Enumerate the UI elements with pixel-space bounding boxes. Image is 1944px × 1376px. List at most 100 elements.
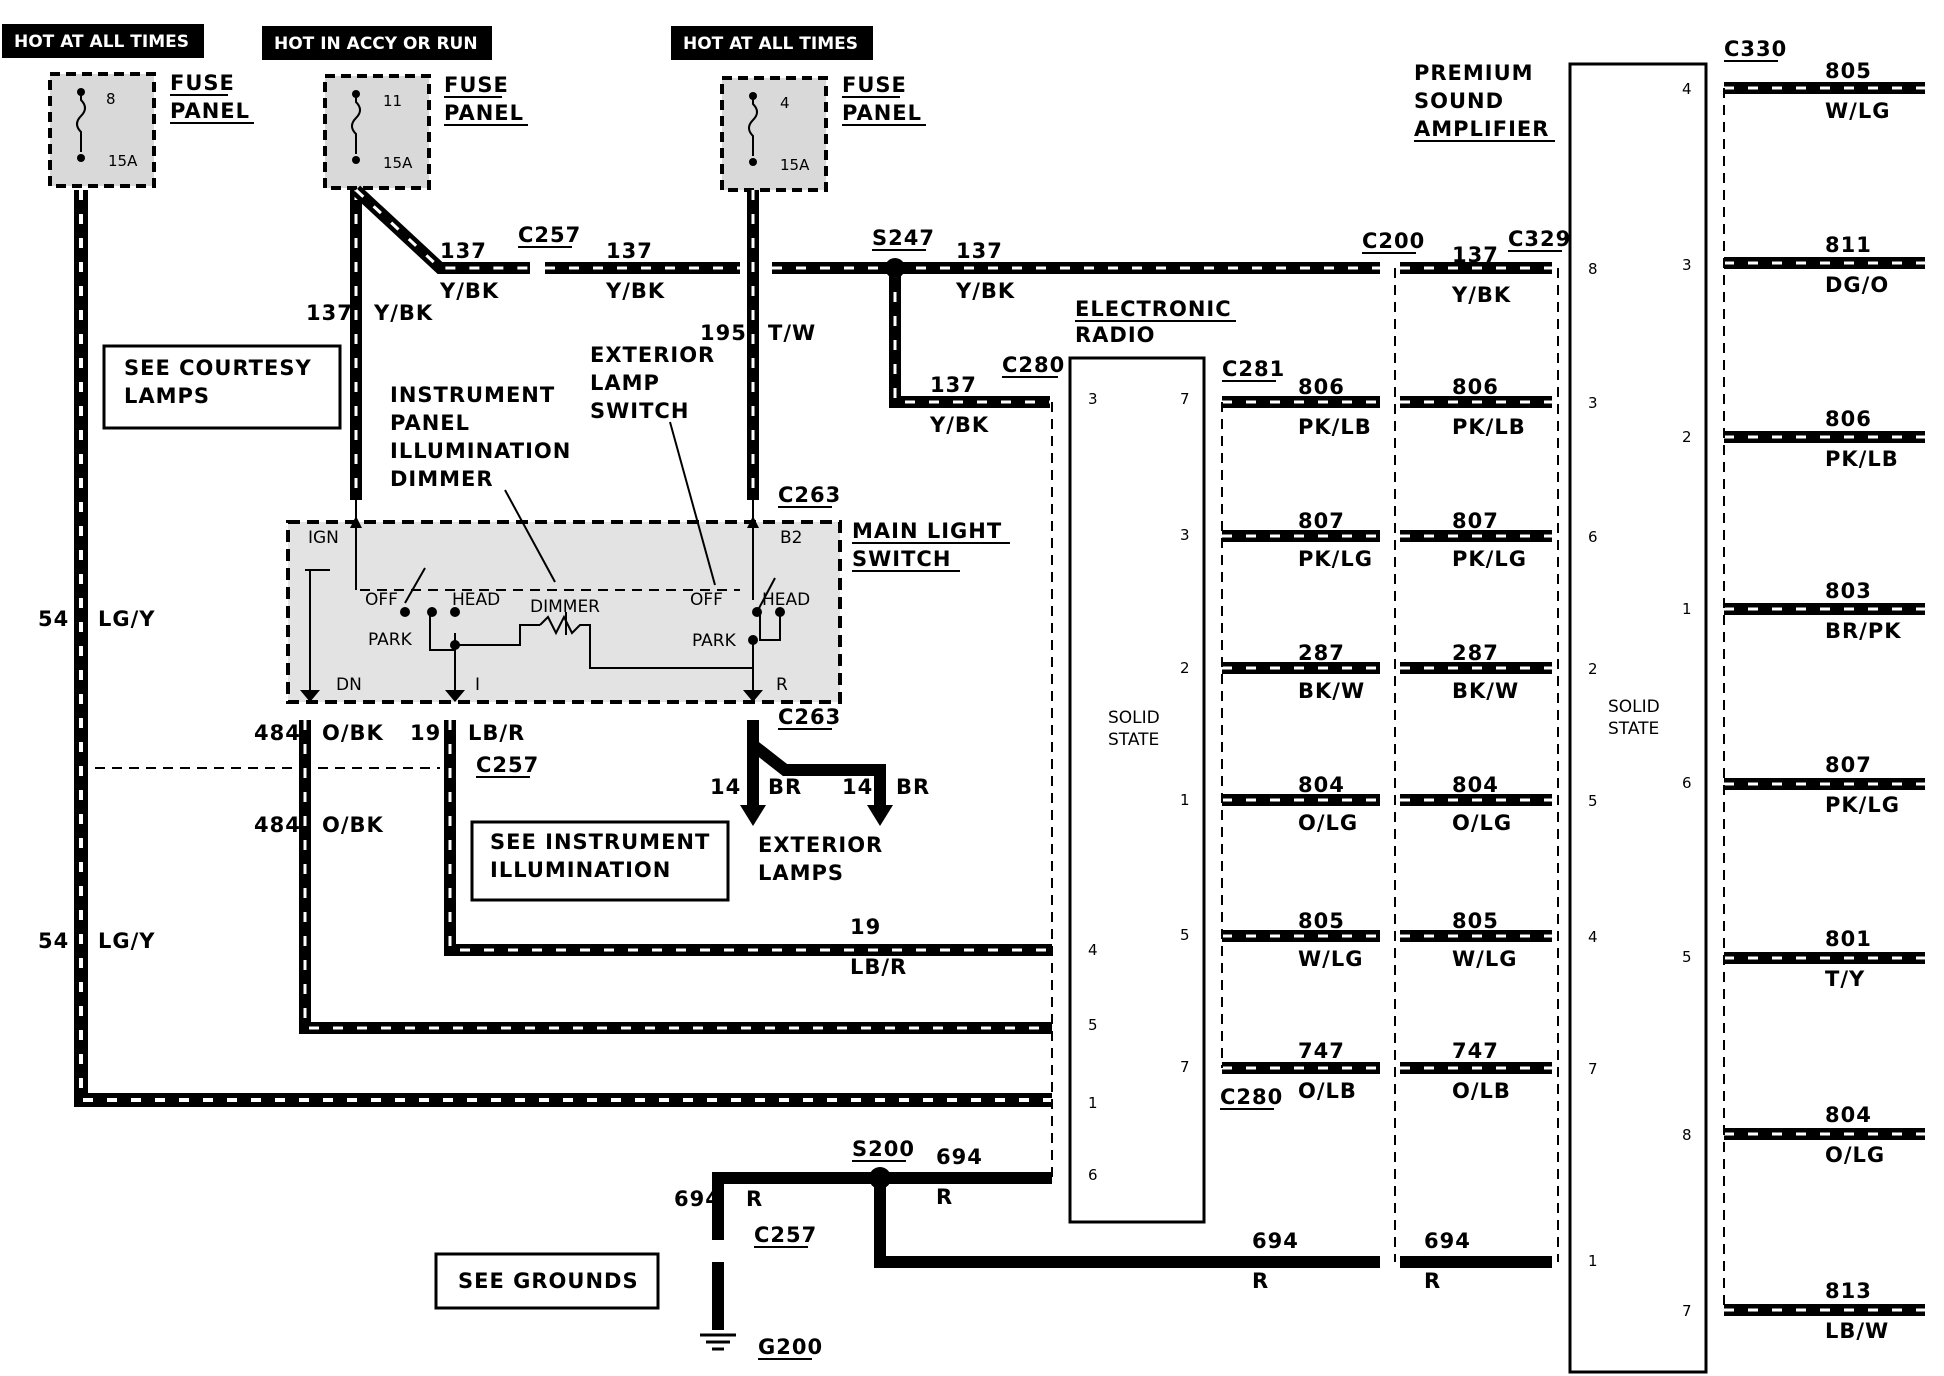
main-switch-label-2: SWITCH (852, 547, 951, 571)
ra-287-num-l: 287 (1298, 641, 1345, 665)
lbl-obk-a: O/BK (322, 721, 384, 745)
lbl-54-a: 54 (38, 607, 69, 631)
fuse-11-label-1: FUSE (444, 73, 509, 97)
sw-park1: PARK (368, 630, 413, 650)
ra-805-col-l: W/LG (1298, 947, 1363, 971)
ext-switch-label-1: EXTERIOR (590, 343, 715, 367)
amp-rpin-7: 7 (1682, 1302, 1692, 1320)
lbl-lbr-b: LB/R (850, 955, 907, 979)
amp-lpin-8: 8 (1588, 260, 1598, 278)
note-instrument-1: SEE INSTRUMENT (490, 830, 710, 854)
ra-804-num-r: 804 (1452, 773, 1499, 797)
ra-804-col-r: O/LG (1452, 811, 1512, 835)
wire-19-lbr (444, 720, 1052, 956)
fuse-8-rating: 15A (108, 152, 138, 170)
lbl-694-c: 694 (1252, 1229, 1299, 1253)
lbl-r-b: R (746, 1187, 763, 1211)
amp-state: STATE (1608, 719, 1659, 739)
amp-left-pins: 8 3 6 2 5 4 7 1 (1588, 260, 1598, 1270)
ext-switch-label-3: SWITCH (590, 399, 689, 423)
out-805-col: W/LG (1825, 99, 1890, 123)
radio-label-1: ELECTRONIC (1075, 297, 1232, 321)
radio-rpin-7a: 7 (1180, 390, 1190, 408)
ext-lamps-label-2: LAMPS (758, 861, 844, 885)
c330-label: C330 (1724, 37, 1787, 61)
c257-mid: C257 (476, 753, 539, 777)
amplifier-label-1: PREMIUM (1414, 61, 1534, 85)
amp-output-labels: 805 W/LG 811 DG/O 806 PK/LB 803 BR/PK 80… (1825, 59, 1902, 1343)
lbl-694-a: 694 (936, 1145, 983, 1169)
c200-label: C200 (1362, 229, 1425, 253)
out-807-num: 807 (1825, 753, 1872, 777)
amp-lpin-5: 5 (1588, 792, 1598, 810)
amp-solid: SOLID (1608, 697, 1660, 717)
sw-ign: IGN (308, 528, 339, 548)
sw-i: I (475, 675, 480, 695)
radio-rpin-3: 3 (1180, 526, 1190, 544)
c263-bottom: C263 (778, 705, 841, 729)
sw-off1: OFF (365, 590, 398, 610)
ra-806-col-l: PK/LB (1298, 415, 1372, 439)
out-804-num: 804 (1825, 1103, 1872, 1127)
out-807-col: PK/LG (1825, 793, 1900, 817)
header-right: HOT AT ALL TIMES (683, 34, 858, 54)
out-803-col: BR/PK (1825, 619, 1902, 643)
sw-r: R (776, 675, 788, 695)
radio-pin-1: 1 (1088, 1094, 1098, 1112)
fuse-4-label-1: FUSE (842, 73, 907, 97)
radio-rpin-1: 1 (1180, 791, 1190, 809)
amp-rpin-5: 5 (1682, 948, 1692, 966)
lbl-484-b: 484 (254, 813, 301, 837)
out-811-col: DG/O (1825, 273, 1889, 297)
radio-pin-5: 5 (1088, 1016, 1098, 1034)
lbl-lgy-b: LG/Y (98, 929, 156, 953)
ra-807-col-l: PK/LG (1298, 547, 1373, 571)
wire-137-ybk-fuse (350, 185, 740, 500)
radio-pin-3: 3 (1088, 390, 1098, 408)
sw-dimmer: DIMMER (530, 597, 600, 617)
lbl-137-b: 137 (606, 239, 653, 263)
ra-805-num-l: 805 (1298, 909, 1345, 933)
lbl-ybk-a: Y/BK (439, 279, 499, 303)
lbl-ybk-b: Y/BK (605, 279, 665, 303)
wire-484-obk (299, 720, 1052, 1034)
lbl-obk-b: O/BK (322, 813, 384, 837)
c257-top: C257 (518, 223, 581, 247)
note-grounds: SEE GROUNDS (458, 1269, 639, 1293)
wire-137-ybk-s247 (772, 262, 1552, 408)
ra-804-col-l: O/LG (1298, 811, 1358, 835)
header-mid: HOT IN ACCY OR RUN (274, 34, 478, 54)
s200-label: S200 (852, 1137, 915, 1161)
main-switch-label-1: MAIN LIGHT (852, 519, 1002, 543)
amp-rpin-8: 8 (1682, 1126, 1692, 1144)
lbl-484-a: 484 (254, 721, 301, 745)
out-805-num: 805 (1825, 59, 1872, 83)
splice-s200 (869, 1167, 891, 1189)
lbl-r-c: R (1252, 1269, 1269, 1293)
switch-nodes (300, 516, 785, 702)
amp-lpin-1: 1 (1588, 1252, 1598, 1270)
lbl-14-a: 14 (710, 775, 741, 799)
lbl-r-a: R (936, 1185, 953, 1209)
c263-top: C263 (778, 483, 841, 507)
lbl-lgy-a: LG/Y (98, 607, 156, 631)
out-806-num: 806 (1825, 407, 1872, 431)
amp-right-pins: 4 3 2 1 6 5 8 7 (1682, 80, 1692, 1320)
note-courtesy-2: LAMPS (124, 384, 210, 408)
lbl-br-b: BR (896, 775, 930, 799)
lbl-195: 195 (700, 321, 747, 345)
lbl-694-b: 694 (674, 1187, 721, 1211)
fuse-11-rating: 15A (383, 154, 413, 172)
c329-label: C329 (1508, 227, 1571, 251)
lbl-137-c: 137 (306, 301, 353, 325)
amp-rpin-2: 2 (1682, 428, 1692, 446)
fuse-11-label-2: PANEL (444, 101, 524, 125)
out-804-col: O/LG (1825, 1143, 1885, 1167)
amplifier-label-3: AMPLIFIER (1414, 117, 1549, 141)
fuse-11-number: 11 (383, 92, 402, 110)
sw-head1: HEAD (452, 590, 500, 610)
wire-54-lgy (74, 190, 1052, 1107)
fuse-8-label-1: FUSE (170, 71, 235, 95)
amp-lpin-6: 6 (1588, 528, 1598, 546)
ext-switch-label-2: LAMP (590, 371, 660, 395)
